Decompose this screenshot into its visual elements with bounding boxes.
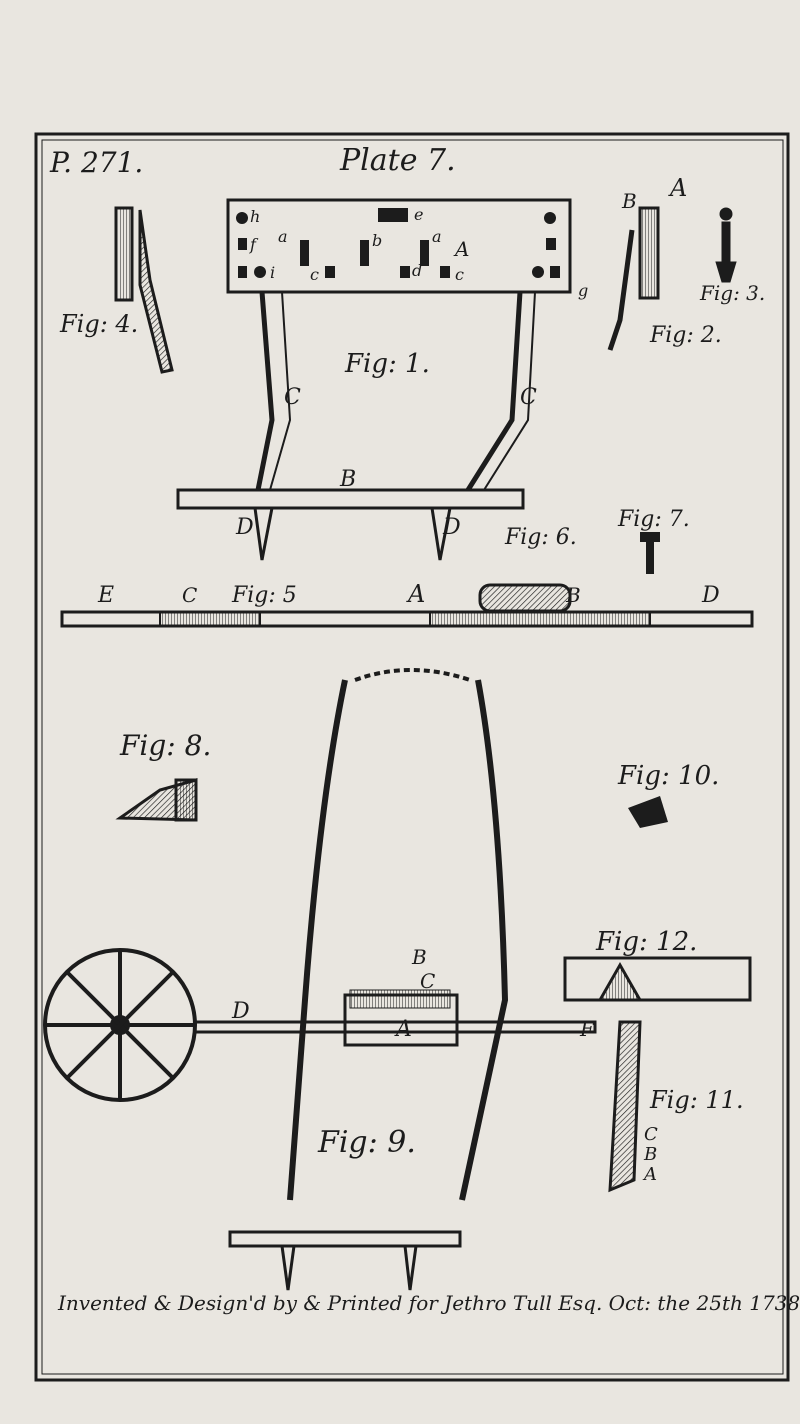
fig9-label-A: A: [394, 1017, 412, 1042]
fig11-labels: Fig: 11. F C B A: [579, 1017, 744, 1185]
fig1-label-a1: a: [278, 227, 288, 246]
fig11-drawing: [608, 1020, 642, 1193]
fig1-labels: Fig: 1. a b a A e h f i c d c g C C B D …: [235, 205, 588, 540]
fig9-label-D: D: [231, 999, 250, 1024]
plate-title: Plate 7.: [339, 143, 456, 178]
fig5-label-A: A: [406, 580, 425, 608]
fig1-label-d: d: [412, 261, 422, 280]
fig1-label-a2: a: [432, 227, 442, 246]
fig5-drawing: [60, 583, 754, 628]
fig2-drawing: [607, 206, 660, 351]
fig12-caption: Fig: 12.: [595, 927, 697, 957]
fig1-label-C-left: C: [284, 385, 301, 410]
fig1-label-C-right: C: [520, 385, 537, 410]
fig1-label-e: e: [414, 205, 423, 224]
fig1-label-c1: c: [310, 265, 319, 284]
fig4-caption: Fig: 4.: [59, 310, 138, 338]
fig2-caption: Fig: 2.: [649, 323, 722, 348]
fig1-frame-drawing: [176, 198, 572, 561]
fig1-label-c2: c: [455, 265, 464, 284]
fig11-label-F: F: [579, 1017, 595, 1041]
fig1-label-i: i: [270, 263, 275, 282]
fig1-label-b: b: [372, 231, 382, 250]
fig1-label-D-left: D: [235, 515, 254, 540]
fig5-caption: Fig: 5: [231, 583, 297, 608]
plate-border: [34, 132, 790, 1382]
imprint-line: Invented & Design'd by & Printed for Jet…: [57, 1291, 800, 1315]
fig6-caption: Fig: 6.: [504, 525, 577, 550]
fig12-drawing: [563, 956, 752, 1002]
fig11-caption: Fig: 11.: [649, 1086, 744, 1114]
fig1-label-g: g: [578, 281, 588, 300]
fig5-label-D: D: [701, 583, 720, 608]
fig5-label-C: C: [182, 583, 197, 607]
fig2-label-B: B: [621, 189, 637, 213]
fig1-label-A: A: [453, 237, 469, 261]
fig8-caption: Fig: 8.: [119, 729, 211, 762]
fig4-drawing: [114, 206, 174, 374]
fig5-labels: E C Fig: 5 A B D Fig: 6.: [97, 525, 720, 608]
fig2-label-A: A: [668, 174, 687, 202]
fig8-drawing: [115, 778, 198, 822]
fig11-label-C: C: [644, 1124, 658, 1145]
fig7-caption: Fig: 7.: [617, 507, 690, 532]
fig5-label-E: E: [97, 583, 114, 608]
fig10-drawing: [628, 796, 668, 828]
fig9-labels: Fig: 9. B C A D: [231, 945, 435, 1160]
fig1-caption: Fig: 1.: [344, 349, 430, 379]
fig1-label-B: B: [339, 467, 356, 492]
fig9-label-C: C: [420, 969, 435, 993]
fig1-beam-box: [226, 198, 572, 294]
fig7-drawing: [640, 532, 660, 574]
fig10-caption: Fig: 10.: [617, 761, 719, 791]
fig9-wheel: [43, 948, 197, 1102]
fig1-label-h: h: [250, 207, 260, 226]
page-reference: P. 271.: [49, 146, 143, 179]
fig3-drawing: [715, 207, 737, 283]
fig1-label-D-right: D: [442, 515, 461, 540]
fig1-label-f: f: [249, 235, 259, 254]
fig9-label-B: B: [411, 945, 427, 969]
fig11-label-B: B: [643, 1144, 657, 1165]
fig5-label-B: B: [565, 583, 581, 607]
fig9-drawing: [43, 668, 597, 1291]
fig9-caption: Fig: 9.: [317, 1125, 416, 1160]
fig3-caption: Fig: 3.: [699, 281, 765, 305]
fig11-label-A: A: [642, 1164, 657, 1185]
fig1-crossbar: [176, 488, 525, 510]
